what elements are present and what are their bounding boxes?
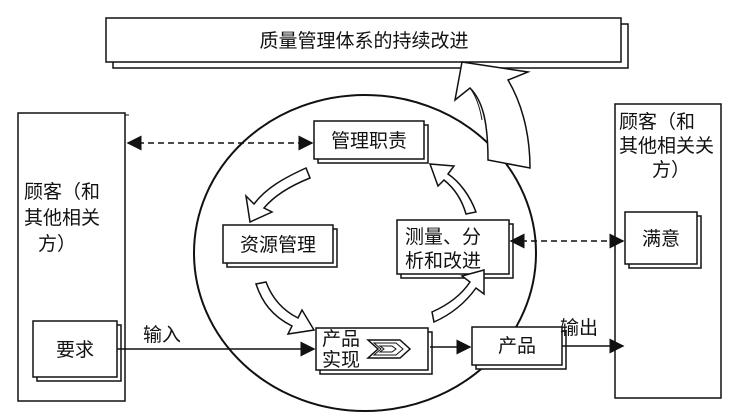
resource-management-box: 资源管理 [222,224,338,268]
management-responsibility-label: 管理职责 [331,130,407,152]
right-customer-box: 顾客（和 其他相关关 方） 满意 [614,103,722,399]
left-customer-box: 顾客（和 其他相关 方） 要求 [17,112,129,402]
right-customer-label-line3: 方） [652,159,690,181]
management-responsibility-box: 管理职责 [313,120,429,164]
realization-arrow-icon [366,339,412,359]
title-banner: 质量管理体系的持续改进 [105,17,629,69]
right-customer-label-line2: 其他相关关 [619,135,714,157]
product-realization-box: 产品 实现 [315,327,433,375]
product-realization-label-line1: 产品 [322,328,360,350]
right-customer-label-line1: 顾客（和 [619,111,695,133]
product-label: 产品 [498,335,536,357]
measurement-label-line2: 析和改进 [405,250,481,272]
left-customer-label-line1: 顾客（和 [24,181,100,203]
diagram-title: 质量管理体系的持续改进 [259,30,468,52]
satisfaction-label: 满意 [642,228,680,250]
left-customer-label-line3: 方） [38,233,76,255]
cycle-arrow-management-to-resource [244,166,311,224]
output-label: 输出 [560,317,598,339]
resource-management-label: 资源管理 [240,234,316,256]
product-box: 产品 [471,326,567,370]
product-realization-label-line2: 实现 [322,349,360,371]
cycle-arrow-realization-to-measurement [431,269,485,324]
improvement-cycle-ellipse [193,94,537,412]
input-label: 输入 [143,324,181,346]
left-customer-label-line2: 其他相关 [24,207,100,229]
measurement-label-line1: 测量、分 [405,226,481,248]
continual-improvement-arrow [453,61,531,169]
cycle-arrow-measurement-to-management [428,163,478,215]
requirements-label: 要求 [56,339,94,361]
cycle-arrow-resource-to-realization [255,281,316,335]
measurement-analysis-box: 测量、分 析和改进 [396,219,514,279]
